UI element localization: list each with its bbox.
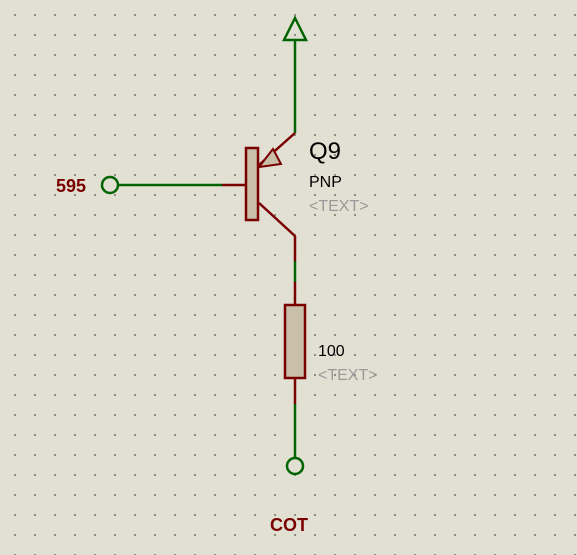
resistor-value[interactable]: 100 [318,343,345,360]
resistor-body [283,303,307,380]
transistor-text-field[interactable]: <TEXT> [309,198,369,215]
resistor-text-field[interactable]: <TEXT> [318,367,378,384]
base-terminal-icon[interactable] [100,175,120,195]
transistor-reference[interactable]: Q9 [309,138,342,165]
power-supply-arrow-icon[interactable] [281,15,309,42]
output-terminal-icon[interactable] [285,456,305,476]
output-net-label[interactable]: COT [270,515,308,535]
base-bar [244,146,260,222]
emitter-arrow-icon [256,147,283,169]
collector-lead [258,202,296,237]
base-net-label[interactable]: 595 [56,176,87,196]
resistor-symbol[interactable] [283,282,307,404]
transistor-type[interactable]: PNP [309,174,342,191]
pnp-transistor-symbol[interactable] [222,132,297,261]
